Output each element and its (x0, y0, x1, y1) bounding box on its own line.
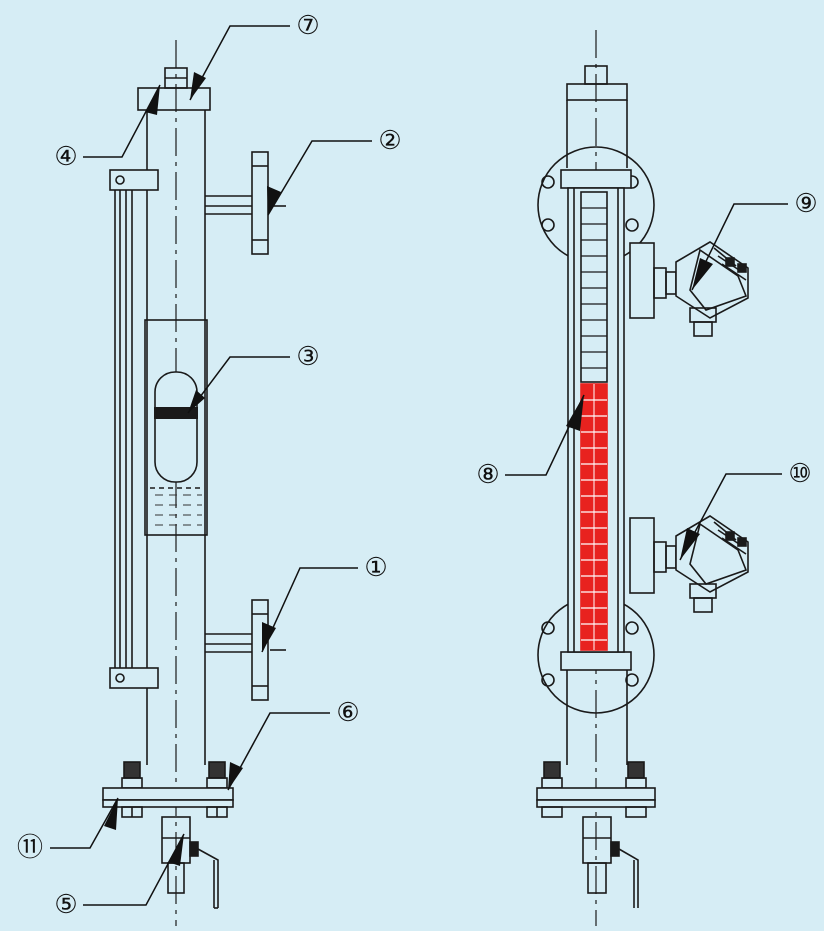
right-drain-valve (582, 816, 639, 908)
left-bottom-flange (102, 761, 234, 818)
float-magnet (154, 407, 198, 419)
magnetic-float (154, 371, 198, 483)
upper-process-connection (205, 151, 286, 255)
float-chamber (144, 319, 208, 536)
callout-5: ⑤ (54, 890, 77, 920)
main-tube (146, 110, 206, 765)
leader-lines (50, 25, 788, 906)
callout-1: ① (364, 553, 387, 583)
callout-7: ⑦ (296, 11, 319, 41)
right-top-cap (566, 83, 628, 101)
right-bottom-flange (536, 761, 656, 818)
lower-process-connection (205, 599, 286, 701)
arrowheads (104, 72, 713, 866)
callout-2: ② (378, 126, 401, 156)
callout-3: ③ (296, 342, 319, 372)
callout-6: ⑥ (336, 698, 359, 728)
callout-9: ⑨ (794, 189, 817, 219)
indicator-rail (109, 169, 159, 689)
right-view (536, 30, 749, 926)
indicator-white-flaps (580, 191, 608, 383)
callout-4: ④ (54, 142, 77, 172)
callout-10: ⑩ (788, 459, 811, 489)
callout-11: ⑪ (17, 833, 43, 863)
left-view (102, 40, 286, 926)
upper-level-switch (629, 241, 749, 337)
callout-8: ⑧ (476, 460, 499, 490)
callout-labels: ① ② ③ ④ ⑤ ⑥ ⑦ ⑧ ⑨ ⑩ ⑪ (17, 11, 818, 920)
indicator-window (567, 187, 625, 653)
